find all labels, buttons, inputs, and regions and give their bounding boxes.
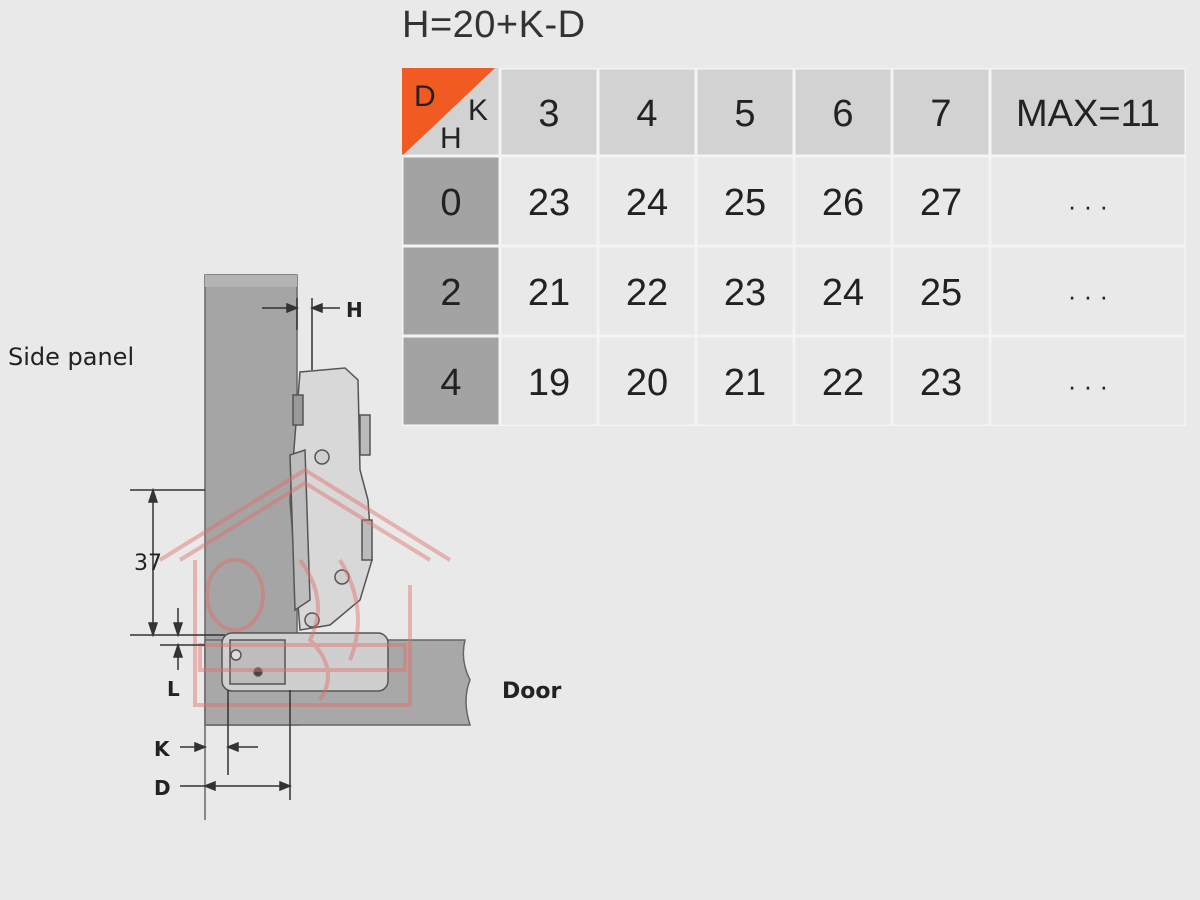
k-header-label: 5 xyxy=(734,93,755,135)
d-header-cell xyxy=(402,334,502,426)
table-cell-value: 26 xyxy=(822,182,864,224)
table-cell xyxy=(988,334,1186,426)
formula-title: H=20+K-D xyxy=(402,4,586,46)
table-cell-value: 24 xyxy=(626,182,668,224)
door-label: Door xyxy=(502,679,561,704)
table-cell-value: 27 xyxy=(920,182,962,224)
table-grid: 3 4 5 6 7 MAX=11 0 23 24 25 26 27 · · · 2 21 22 23 24 25 · … xyxy=(402,68,1186,426)
table-cell xyxy=(792,244,894,338)
k-header-label: MAX=11 xyxy=(1016,93,1160,135)
side-panel-label: Side panel xyxy=(8,343,134,371)
k-header-label: 6 xyxy=(832,93,853,135)
table-cell xyxy=(988,244,1186,338)
dim-h-label: H xyxy=(346,298,363,322)
k-header-label: 7 xyxy=(930,93,951,135)
corner-h-label: H xyxy=(440,122,462,155)
table-cell-value: 22 xyxy=(626,272,668,314)
table-cell xyxy=(498,244,600,338)
table-cell-value: · · · xyxy=(1068,371,1108,401)
table-cell xyxy=(596,334,698,426)
d-header-label: 2 xyxy=(440,272,461,314)
table-cell xyxy=(792,334,894,426)
table-cell-value: 25 xyxy=(724,182,766,224)
hinge-arm xyxy=(289,367,373,631)
table-cell xyxy=(498,154,600,248)
table-cell xyxy=(890,334,992,426)
corner-k-label: K xyxy=(468,94,488,127)
dim-37-label: 37 xyxy=(134,551,162,576)
table-cell-value: 21 xyxy=(724,362,766,404)
table-cell xyxy=(694,154,796,248)
table-corner-cell: D K H xyxy=(402,68,500,156)
table-cell xyxy=(792,154,894,248)
house-logo-watermark-icon xyxy=(158,467,452,707)
table-cell-value: 23 xyxy=(724,272,766,314)
dim-d-label: D xyxy=(154,776,171,800)
dim-l-label: L xyxy=(167,677,180,701)
d-header-label: 0 xyxy=(440,182,461,224)
table-cell xyxy=(890,154,992,248)
k-header-label: 4 xyxy=(636,93,657,135)
table-cell-value: 19 xyxy=(528,362,570,404)
table-cell-value: 22 xyxy=(822,362,864,404)
table-cell-value: 23 xyxy=(528,182,570,224)
h-value-table: D K H 3 4 5 6 7 MAX=11 0 23 24 25 26 27 · · · 2 21 22 23… xyxy=(402,68,1186,426)
table-cell xyxy=(694,334,796,426)
table-cell-value: · · · xyxy=(1068,191,1108,221)
dim-k-label: K xyxy=(154,737,171,761)
corner-d-label: D xyxy=(414,80,436,113)
table-cell-value: 21 xyxy=(528,272,570,314)
table-cell-value: 20 xyxy=(626,362,668,404)
k-header-label: 3 xyxy=(538,93,559,135)
k-header-cell xyxy=(890,68,992,158)
d-header-label: 4 xyxy=(440,362,461,404)
table-cell-value: 24 xyxy=(822,272,864,314)
table-cell-value: 25 xyxy=(920,272,962,314)
k-header-cell xyxy=(694,68,796,158)
table-cell-value: · · · xyxy=(1068,281,1108,311)
k-header-cell xyxy=(792,68,894,158)
hinge-cup xyxy=(221,632,389,692)
table-cell-value: 23 xyxy=(920,362,962,404)
